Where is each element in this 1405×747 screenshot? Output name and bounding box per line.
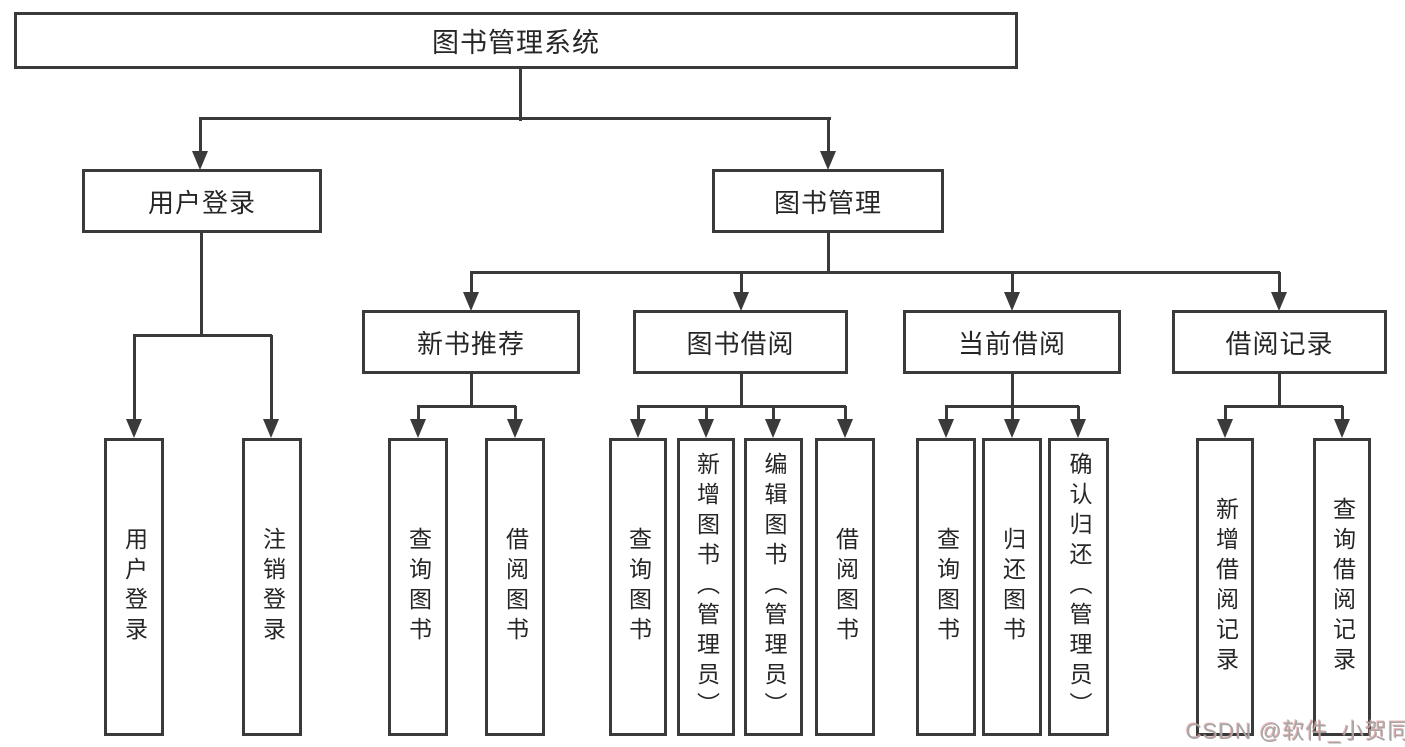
node-label: 用户登录 xyxy=(147,187,256,218)
connector-stem xyxy=(1278,374,1281,408)
node-system-root: 图书管理系统 xyxy=(14,12,1018,69)
arrow-shaft xyxy=(705,406,708,421)
arrow-down-icon xyxy=(938,419,954,438)
arrow-shaft xyxy=(417,406,420,421)
arrow-shaft xyxy=(740,272,743,294)
node-book-borrowing: 图书借阅 xyxy=(633,310,848,374)
arrow-down-icon xyxy=(698,419,714,438)
arrow-shaft xyxy=(270,335,273,421)
leaf-borrowing-edit-books-admin: 编辑图书（管理员） xyxy=(744,438,803,736)
arrow-down-icon xyxy=(463,292,479,311)
node-label: 查询借阅记录 xyxy=(1329,497,1356,677)
leaf-records-query-borrow-record: 查询借阅记录 xyxy=(1313,438,1371,736)
node-label: 新增图书（管理员） xyxy=(693,452,720,722)
arrow-down-icon xyxy=(1004,292,1020,311)
node-label: 查询图书 xyxy=(405,527,432,647)
connector-rail xyxy=(1224,405,1343,408)
node-label: 图书借阅 xyxy=(686,328,795,359)
connector-stem xyxy=(519,68,522,121)
connector-stem xyxy=(1011,374,1014,408)
arrow-down-icon xyxy=(1217,419,1233,438)
arrow-down-icon xyxy=(837,419,853,438)
leaf-borrowing-query-books: 查询图书 xyxy=(609,438,667,736)
arrow-shaft xyxy=(1077,406,1080,421)
node-user-login-branch: 用户登录 xyxy=(82,169,322,233)
arrow-down-icon xyxy=(765,419,781,438)
arrow-down-icon xyxy=(410,419,426,438)
leaf-current-return-books: 归还图书 xyxy=(982,438,1042,736)
arrow-shaft xyxy=(470,272,473,294)
leaf-current-query-books: 查询图书 xyxy=(916,438,976,736)
node-label: 编辑图书（管理员） xyxy=(761,452,787,722)
node-label: 查询图书 xyxy=(933,527,960,647)
leaf-borrowing-add-books-admin: 新增图书（管理员） xyxy=(677,438,735,736)
arrow-shaft xyxy=(1011,406,1014,421)
connector-rail xyxy=(470,271,1280,274)
leaf-user-login: 用户登录 xyxy=(104,438,164,736)
arrow-down-icon xyxy=(507,419,523,438)
leaf-newbooks-borrow-books: 借阅图书 xyxy=(485,438,545,736)
arrow-shaft xyxy=(945,406,948,421)
arrow-shaft xyxy=(1224,406,1227,421)
node-label: 注销登录 xyxy=(259,527,286,647)
node-label: 新增借阅记录 xyxy=(1212,497,1239,677)
leaf-records-add-borrow-record: 新增借阅记录 xyxy=(1196,438,1254,736)
node-label: 查询图书 xyxy=(625,527,652,647)
arrow-shaft xyxy=(637,406,640,421)
connector-stem xyxy=(200,233,203,337)
leaf-borrowing-borrow-books: 借阅图书 xyxy=(815,438,875,736)
arrow-down-icon xyxy=(126,419,142,438)
node-label: 用户登录 xyxy=(121,527,148,647)
arrow-shaft xyxy=(1011,272,1014,294)
connector-rail xyxy=(199,117,831,120)
arrow-down-icon xyxy=(1334,419,1350,438)
node-label: 确认归还（管理员） xyxy=(1066,452,1092,722)
leaf-current-confirm-return-admin: 确认归还（管理员） xyxy=(1048,438,1109,736)
node-label: 当前借阅 xyxy=(957,328,1066,359)
arrow-shaft xyxy=(844,406,847,421)
node-label: 图书管理 xyxy=(773,187,882,218)
node-book-management-branch: 图书管理 xyxy=(712,169,944,233)
node-borrowing-records: 借阅记录 xyxy=(1172,310,1387,374)
connector-rail xyxy=(637,405,846,408)
connector-stem xyxy=(470,374,473,408)
node-label: 归还图书 xyxy=(999,527,1026,647)
watermark: CSDN @软件_小贺同学 xyxy=(1186,719,1405,744)
arrow-down-icon xyxy=(733,292,749,311)
arrow-down-icon xyxy=(263,419,279,438)
node-current-borrowing: 当前借阅 xyxy=(903,310,1121,374)
node-label: 图书管理系统 xyxy=(432,28,600,58)
connector-stem xyxy=(740,374,743,408)
connector-stem xyxy=(827,233,830,274)
arrow-shaft xyxy=(514,406,517,421)
arrow-down-icon xyxy=(1271,292,1287,311)
connector-rail xyxy=(417,405,516,408)
arrow-down-icon xyxy=(192,151,208,170)
node-label: 借阅图书 xyxy=(832,527,859,647)
node-label: 借阅记录 xyxy=(1225,328,1334,359)
leaf-newbooks-query-books: 查询图书 xyxy=(388,438,448,736)
node-label: 新书推荐 xyxy=(416,328,525,359)
node-new-book-recommendation: 新书推荐 xyxy=(362,310,580,374)
arrow-shaft xyxy=(133,335,136,421)
arrow-shaft xyxy=(199,118,202,153)
arrow-down-icon xyxy=(1004,419,1020,438)
connector-rail xyxy=(133,334,272,337)
node-label: 借阅图书 xyxy=(502,527,529,647)
arrow-down-icon xyxy=(1070,419,1086,438)
leaf-logout: 注销登录 xyxy=(242,438,302,736)
arrow-down-icon xyxy=(630,419,646,438)
arrow-shaft xyxy=(827,118,830,153)
arrow-shaft xyxy=(772,406,775,421)
arrow-shaft xyxy=(1278,272,1281,294)
arrow-shaft xyxy=(1341,406,1344,421)
arrow-down-icon xyxy=(820,151,836,170)
